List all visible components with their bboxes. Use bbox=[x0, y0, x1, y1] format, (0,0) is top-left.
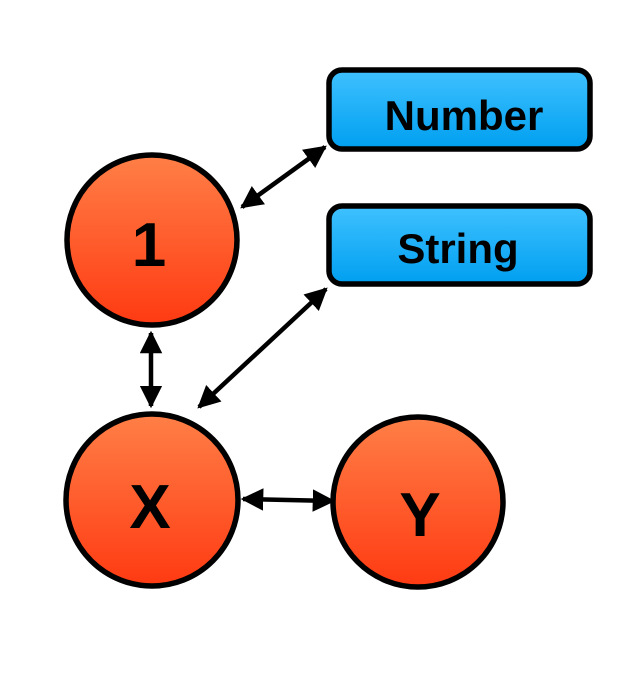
edge-x-string bbox=[197, 287, 328, 409]
type-box-string-label: String bbox=[397, 225, 518, 272]
node-one: 1 bbox=[64, 152, 240, 328]
type-box-string: String bbox=[326, 203, 593, 287]
type-box-number: Number bbox=[326, 67, 593, 152]
node-y: Y bbox=[330, 414, 506, 590]
type-box-number-label: Number bbox=[385, 92, 544, 139]
node-one-label: 1 bbox=[132, 211, 166, 280]
node-y-label: Y bbox=[399, 481, 440, 550]
edge-one-number bbox=[240, 145, 327, 209]
node-x: X bbox=[63, 411, 241, 589]
edges bbox=[139, 145, 336, 512]
edge-x-y bbox=[240, 488, 336, 512]
node-x-label: X bbox=[129, 473, 170, 542]
